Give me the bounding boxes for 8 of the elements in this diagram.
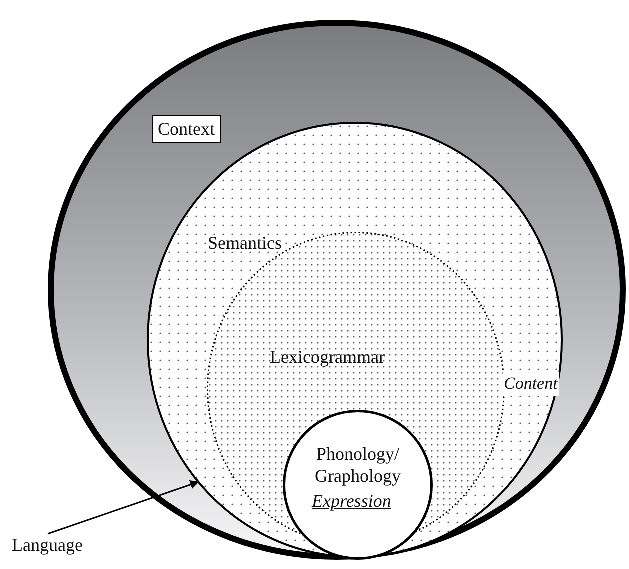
language-label: Language xyxy=(12,534,83,556)
phonology-graphology-label: Phonology/ Graphology xyxy=(314,443,402,487)
lexicogrammar-label: Lexicogrammar xyxy=(270,346,385,368)
content-label: Content xyxy=(503,372,559,396)
expression-label: Expression xyxy=(312,490,392,512)
arrow xyxy=(48,480,200,535)
semantics-label: Semantics xyxy=(208,232,282,254)
context-label: Context xyxy=(152,115,221,143)
